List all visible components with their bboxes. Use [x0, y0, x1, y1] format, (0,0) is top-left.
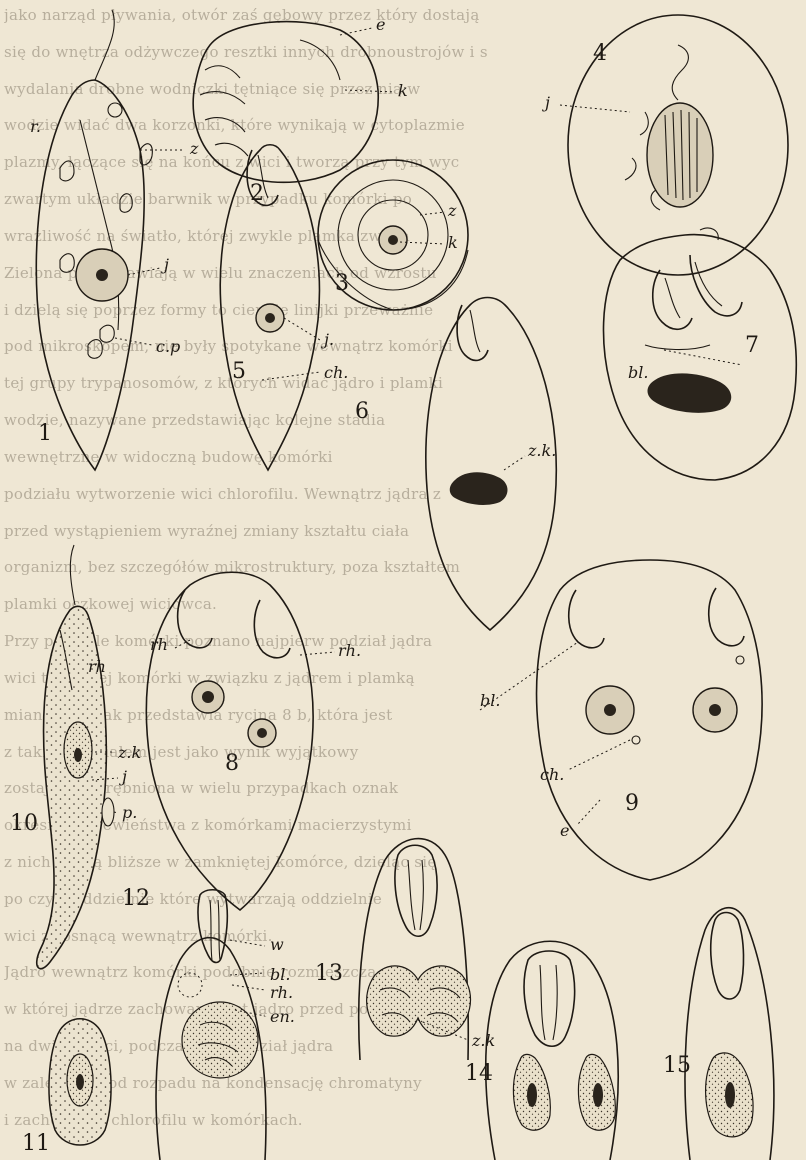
figure-number-7: 7: [745, 333, 759, 358]
label-f3-k: k: [448, 233, 458, 252]
figure-14: [486, 941, 618, 1160]
label-f10-rh: rh: [88, 657, 106, 676]
label-f8-rh-right: rh.: [338, 641, 361, 660]
label-f1-r: r.: [30, 117, 41, 136]
figure-13: [359, 839, 471, 1060]
figure-number-12: 12: [122, 886, 150, 911]
label-f8-rh-left: rh: [150, 635, 168, 654]
figure-number-2: 2: [250, 181, 264, 206]
figure-number-1: 1: [38, 421, 52, 446]
figure-1: [36, 10, 152, 470]
figure-number-3: 3: [335, 271, 349, 296]
figure-12: [156, 890, 266, 1160]
label-f12-w: w: [270, 935, 284, 954]
label-f5-j: j.: [321, 330, 334, 349]
label-f12-rh: rh.: [270, 983, 293, 1002]
figure-number-10: 10: [10, 811, 38, 836]
figure-number-11: 11: [22, 1131, 50, 1156]
label-f3-z: z: [447, 201, 457, 220]
label-f12-bl: bl.: [270, 965, 290, 984]
label-f7-bl: bl.: [628, 363, 648, 382]
figure-number-9: 9: [625, 791, 639, 816]
label-f6-zk: z.k.: [527, 441, 556, 460]
label-f10-p: p.: [122, 803, 137, 822]
label-f2-e: e: [376, 15, 385, 34]
label-f5-ch: ch.: [324, 363, 348, 382]
figure-9: [537, 560, 762, 880]
label-f1-z: z: [189, 139, 199, 158]
leader-lines: [92, 28, 742, 1040]
figure-number-4: 4: [593, 41, 607, 66]
label-f10-j: j: [119, 767, 127, 786]
label-f9-bl: bl.: [480, 691, 500, 710]
figure-8: [146, 572, 313, 910]
label-f1-cp: c.p: [156, 337, 180, 356]
figure-6: [426, 298, 556, 631]
label-f9-ch: ch.: [540, 765, 564, 784]
figure-number-5: 5: [232, 359, 246, 384]
figure-11: [49, 1019, 111, 1145]
figure-5: [220, 145, 319, 470]
label-f1-j: j: [161, 255, 169, 274]
figure-10: [37, 545, 114, 969]
figure-number-8: 8: [225, 751, 239, 776]
figure-number-6: 6: [355, 399, 369, 424]
label-f10-zk: z.k: [117, 743, 141, 762]
figure-number-13: 13: [315, 961, 343, 986]
figure-15: [685, 908, 774, 1160]
figure-number-14: 14: [465, 1061, 493, 1086]
label-f2-k: k: [398, 81, 408, 100]
label-f4-j: j: [542, 93, 550, 112]
label-f12-en: en.: [270, 1007, 295, 1026]
figure-number-15: 15: [663, 1053, 691, 1078]
label-f13-zk: z.k: [471, 1031, 495, 1050]
label-f9-e: e: [560, 821, 569, 840]
